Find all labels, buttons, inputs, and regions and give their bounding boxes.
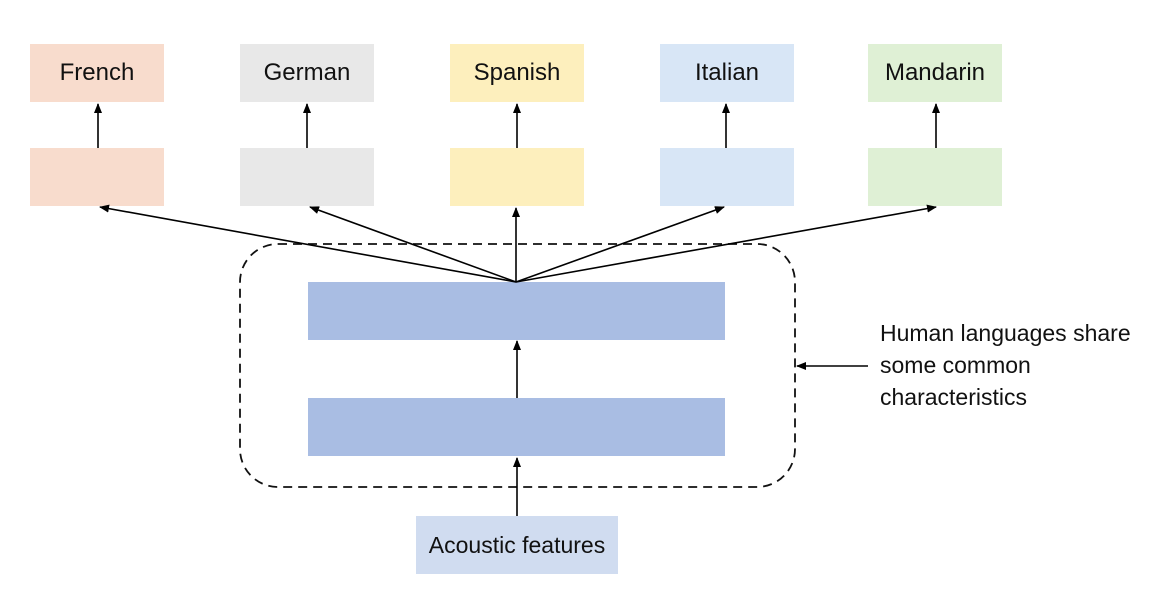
output-label-german: German [263,59,351,86]
annotation-text: Human languages share some common charac… [880,317,1160,413]
annotation-line-3: characteristics [880,384,1027,410]
shared-layer-top [308,282,725,340]
arrow-shared-to-french [99,204,517,283]
output-box-italian: Italian [660,44,794,102]
shared-layer-bottom [308,398,725,456]
language-specific-layer-french [30,148,164,206]
language-specific-layer-italian [660,148,794,206]
output-label-spanish: Spanish [473,59,561,86]
output-label-mandarin: Mandarin [884,59,986,86]
input-label: Acoustic features [428,531,606,558]
output-box-french: French [30,44,164,102]
output-label-french: French [59,59,135,86]
language-specific-layer-mandarin [868,148,1002,206]
input-box-acoustic-features: Acoustic features [416,516,618,574]
arrow-shared-to-mandarin [515,204,937,283]
arrow-shared-to-italian [515,206,725,283]
output-box-mandarin: Mandarin [868,44,1002,102]
output-label-italian: Italian [694,59,760,86]
language-specific-layer-german [240,148,374,206]
output-box-spanish: Spanish [450,44,584,102]
output-box-german: German [240,44,374,102]
language-specific-layer-spanish [450,148,584,206]
annotation-line-2: some common [880,352,1031,378]
annotation-line-1: Human languages share [880,320,1131,346]
arrow-shared-to-german [309,206,517,283]
